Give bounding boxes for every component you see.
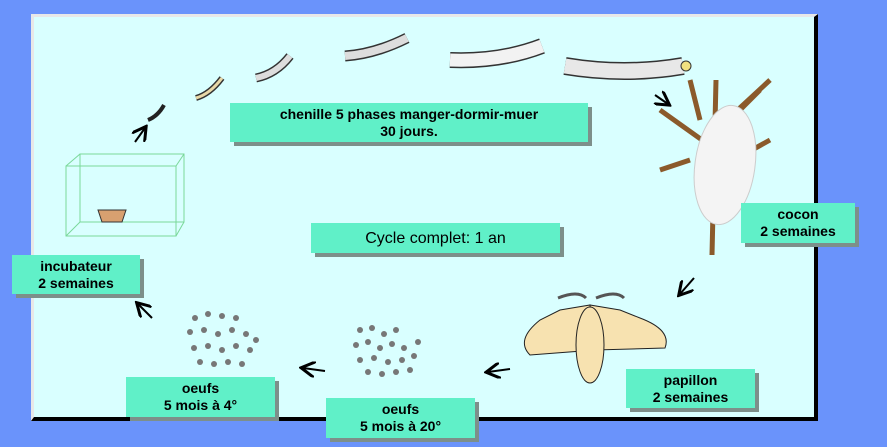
arrow-icon [655,95,668,104]
stage-name: oeufs [381,401,420,417]
arrows [135,95,695,372]
caterpillar-5 [449,38,545,69]
stage-duration: 5 mois à 20° [359,418,442,434]
caterpillar-label: chenille 5 phases manger-dormir-muer 30 … [230,103,588,142]
arrow-icon [680,277,695,294]
caterpillar-4 [344,33,410,62]
stage-duration: 30 jours. [380,122,438,139]
moth-label: papillon 2 semaines [626,369,755,408]
stage-name: cocon [777,206,819,222]
cocoon-label: cocon 2 semaines [741,203,855,243]
cocoon-on-branch [658,78,772,256]
incubator-label: incubateur 2 semaines [12,255,140,294]
arrow-icon [303,368,326,371]
moth [523,292,667,384]
arrow-icon [135,128,145,143]
caterpillar-1 [147,104,166,122]
eggs-20-label: oeufs 5 mois à 20° [326,398,475,438]
arrow-icon [488,369,511,372]
arrow-icon [138,304,153,319]
stage-name: oeufs [181,380,220,396]
stage-name: incubateur [40,257,112,274]
eggs-4-label: oeufs 5 mois à 4° [126,377,275,417]
cycle-label: Cycle complet: 1 an [311,223,560,253]
eggs-cluster-20 [353,325,421,377]
stage-name: chenille 5 phases manger-dormir-muer [279,105,539,122]
stage-duration: 2 semaines [38,274,114,291]
cycle-text: Cycle complet: 1 an [365,229,506,247]
diagram-panel [31,14,818,421]
stage-duration: 5 mois à 4° [163,397,238,413]
eggs-cluster-4 [187,311,259,367]
stage-name: papillon [663,371,718,388]
caterpillar-6 [563,57,692,80]
stage-duration: 2 semaines [760,223,836,239]
caterpillar-3 [254,53,294,83]
stage-duration: 2 semaines [652,388,729,405]
caterpillar-2 [195,76,225,101]
incubator-box [65,153,185,237]
